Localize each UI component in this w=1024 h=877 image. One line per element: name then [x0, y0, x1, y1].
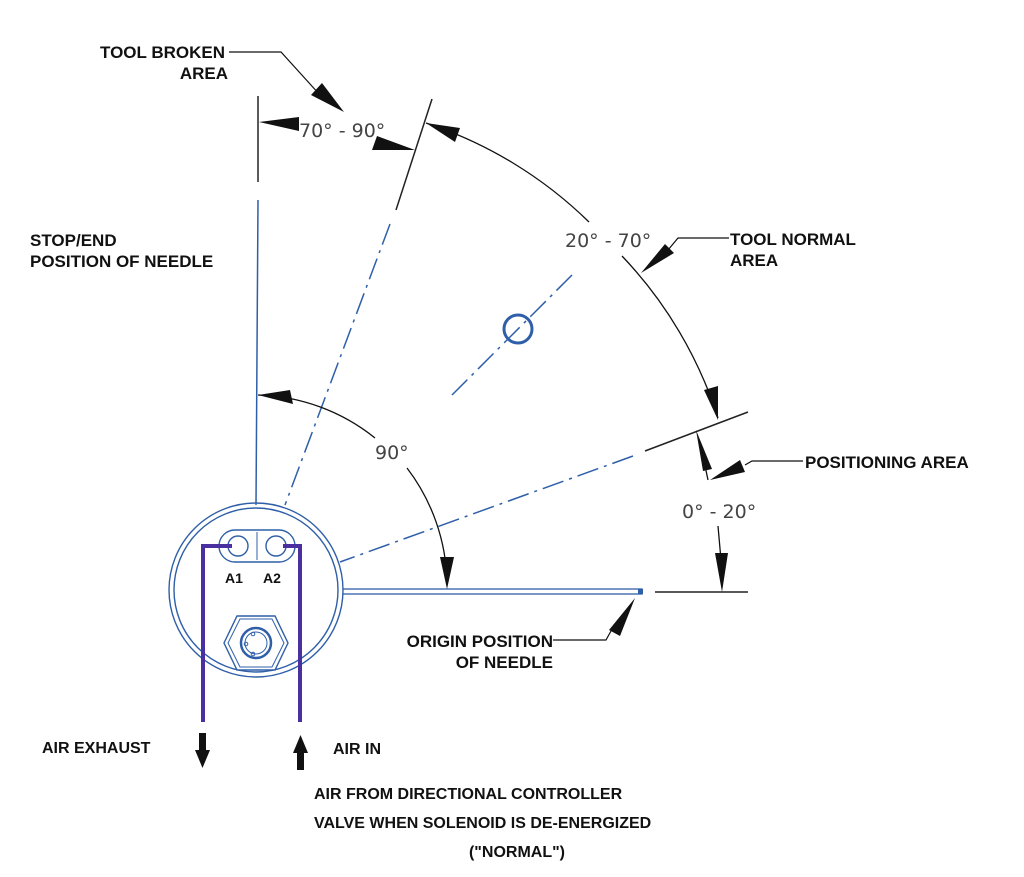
normal-range-label: 20° - 70°	[565, 230, 651, 252]
positioning-range-dimension: 0° - 20°	[682, 430, 756, 592]
needle	[337, 588, 748, 595]
tool-normal-leader	[641, 237, 729, 273]
air-exhaust-label: AIR EXHAUST	[42, 740, 151, 757]
normal-range-dimension: 20° - 70°	[425, 122, 719, 420]
stop-end-label-2: POSITION OF NEEDLE	[30, 252, 213, 271]
exhaust-air-line	[201, 544, 232, 722]
broken-range-dimension: 70° - 90°	[259, 117, 415, 150]
actuator-body	[168, 502, 344, 678]
positioning-leader	[710, 460, 803, 480]
ninety-degree-dimension: 90°	[257, 390, 454, 589]
tool-normal-area-label-2: AREA	[730, 251, 778, 270]
positioning-area-label: POSITIONING AREA	[805, 453, 969, 472]
tool-broken-area-label: TOOL BROKEN	[100, 43, 225, 62]
air-in-label: AIR IN	[333, 741, 381, 758]
seventy-degree-line	[284, 98, 433, 506]
origin-leader	[553, 598, 635, 641]
positioning-range-label: 0° - 20°	[682, 501, 756, 523]
broken-range-label: 70° - 90°	[299, 120, 385, 142]
ninety-degree-label: 90°	[375, 442, 409, 464]
exhaust-arrow-icon	[195, 733, 210, 768]
stop-position-line	[255, 96, 259, 506]
air-lines	[201, 544, 302, 722]
origin-position-label: ORIGIN POSITION	[407, 632, 553, 651]
origin-position-label-2: OF NEEDLE	[456, 653, 553, 672]
inlet-arrow-icon	[293, 735, 308, 770]
normal-area-center-line	[451, 274, 573, 396]
twenty-degree-line	[339, 411, 749, 563]
tool-normal-area-label: TOOL NORMAL	[730, 230, 856, 249]
tool-broken-area-label-2: AREA	[180, 64, 228, 83]
note-line-2: VALVE WHEN SOLENOID IS DE-ENERGIZED	[314, 815, 651, 832]
hex-connector-icon	[223, 615, 289, 671]
note-line-3: ("NORMAL")	[469, 844, 565, 861]
port-a2-label: A2	[263, 570, 281, 586]
port-a1-label: A1	[225, 570, 243, 586]
pivot-marker-icon	[502, 313, 534, 345]
stop-end-label: STOP/END	[30, 231, 117, 250]
tool-broken-leader	[229, 51, 344, 112]
inlet-air-line	[283, 544, 302, 722]
note-line-1: AIR FROM DIRECTIONAL CONTROLLER	[314, 786, 623, 803]
